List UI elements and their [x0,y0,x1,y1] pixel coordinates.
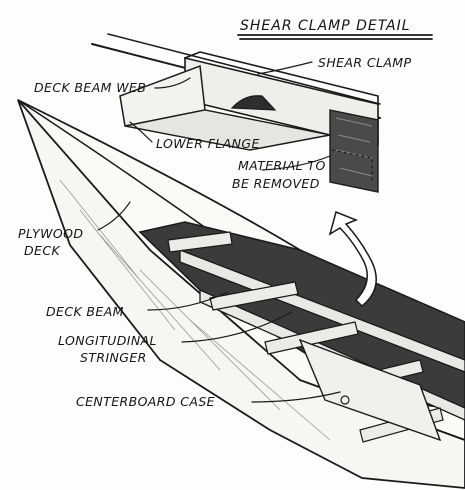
label-shear-clamp: SHEAR CLAMP [318,55,411,70]
label-material-line2: BE REMOVED [232,176,320,191]
leader-plywood [97,201,131,231]
deck-beam [264,321,359,355]
label-deck-beam: DECK BEAM [46,304,124,319]
leader-deck-beam [147,291,229,311]
label-stringer-line1: LONGITUDINAL [58,333,157,348]
label-lower-flange: LOWER FLANGE [156,136,260,151]
leader-deck-beam-web [154,77,191,89]
label-deck-beam-web: DECK BEAM WEB [34,80,146,95]
label-plywood-line2: DECK [24,243,61,258]
detail-arrow [328,210,377,308]
removal-dotted-line [331,149,373,182]
leader-stringer [181,311,293,343]
title-underline [237,34,433,40]
lower-flange-shape [124,109,331,151]
label-centerboard-case: CENTERBOARD CASE [76,394,215,409]
shear-clamp-top [184,51,379,105]
centerboard-case-shape [298,338,442,442]
hull-drawing [17,99,465,489]
leader-centerboard [251,391,341,403]
deck-beam [209,281,299,311]
detail-title: SHEAR CLAMP DETAIL [240,18,411,34]
label-stringer-line2: STRINGER [80,350,147,365]
centerboard-pin [340,395,350,405]
leader-shear-clamp [257,61,313,75]
label-material-line1: MATERIAL TO [238,158,326,173]
longitudinal-stringer [179,249,465,373]
cutout-shape [230,95,277,111]
detail-sheer-edge-top [107,33,381,105]
label-plywood-line1: PLYWOOD [18,226,83,241]
leader-material [261,155,331,171]
detail-inset [91,33,433,193]
leader-lower-flange [129,121,153,143]
leader-lines [97,61,341,403]
clamp-end-grain [329,109,379,193]
deck-beam [167,231,233,253]
